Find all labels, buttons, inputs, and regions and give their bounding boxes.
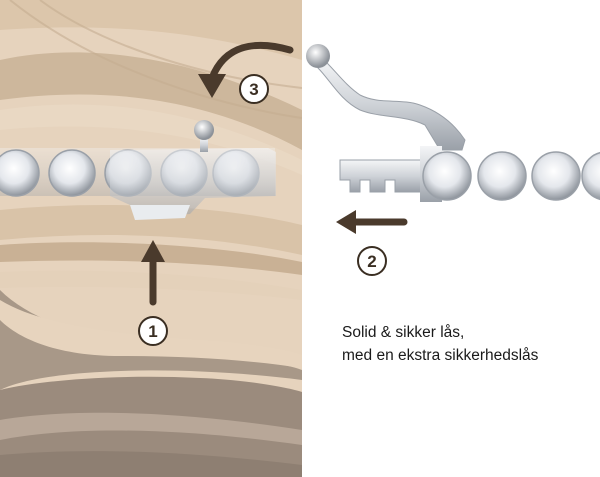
wood-background xyxy=(0,0,302,477)
caption-line-1: Solid & sikker lås, xyxy=(342,324,465,341)
bracelet-clasp-closed xyxy=(0,120,276,220)
step-number-2: 2 xyxy=(367,252,376,271)
caption-line-2: med en ekstra sikkerhedslås xyxy=(342,347,539,364)
step-badge-2: 2 xyxy=(357,246,387,276)
step-number-1: 1 xyxy=(148,322,157,341)
caption: Solid & sikker lås, med en ekstra sikker… xyxy=(342,321,538,367)
step-badge-3: 3 xyxy=(239,74,269,104)
step-number-3: 3 xyxy=(249,80,258,99)
left-arrow-icon xyxy=(336,210,408,234)
up-arrow-icon xyxy=(141,240,165,306)
stone-row-right xyxy=(422,151,600,201)
bracelet-clasp-open xyxy=(306,44,600,202)
curved-arrow-icon xyxy=(198,41,294,98)
step-badge-1: 1 xyxy=(138,316,168,346)
